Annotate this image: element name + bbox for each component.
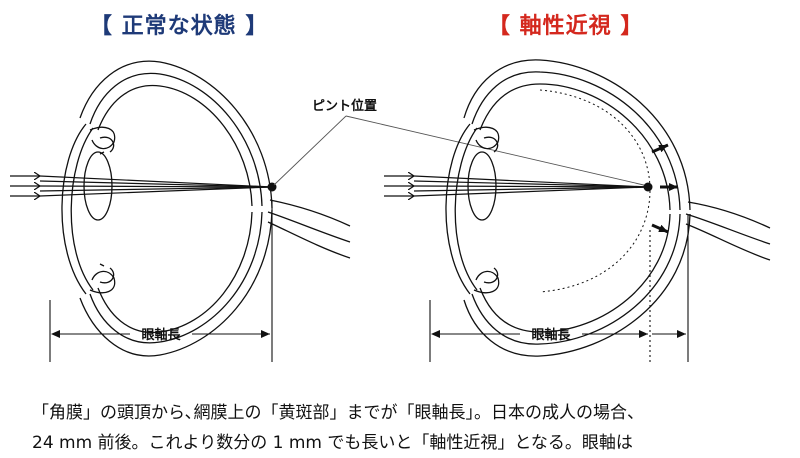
normal-optic-nerve-bottom [267,221,351,259]
focus-point-leaders [273,115,649,187]
caption: 「角膜」の頭頂から､網膜上の「黄斑部」までが「眼軸長」。日本の成人の場合、 24… [32,398,792,458]
normal-optic-nerve-top [269,199,351,227]
myopia-axial-length [429,214,689,362]
original-retina-dotted [539,89,651,293]
caption-line-2: 24 mm 前後。これより数分の 1 mm でも長いと「軸性近視」となる。眼軸は [32,433,633,453]
eye-diagram: 眼軸長 ピント位置 [10,59,771,362]
caption-line-1: 「角膜」の頭頂から､網膜上の「黄斑部」までが「眼軸長」。日本の成人の場合、 [32,403,644,423]
normal-eye [61,60,351,357]
myopia-focus-dot [643,182,653,192]
normal-axial-length-label: 眼軸長 [141,327,181,343]
normal-state-title: 【 正常な状態 】 [90,14,269,39]
myopia-eye [445,59,771,357]
myopia-axial-length-label: 眼軸長 [531,327,571,343]
normal-axial-length [49,200,273,362]
axial-myopia-title: 【 軸性近視 】 [488,14,644,39]
focus-point-label: ピント位置 [312,98,377,114]
normal-sclera-outer-top [79,60,273,209]
normal-sclera-outer-bottom [79,209,273,357]
normal-light-rays [10,176,273,196]
myopia-light-rays [384,176,649,196]
normal-cornea [61,123,87,295]
elongation-arrows [651,143,678,234]
